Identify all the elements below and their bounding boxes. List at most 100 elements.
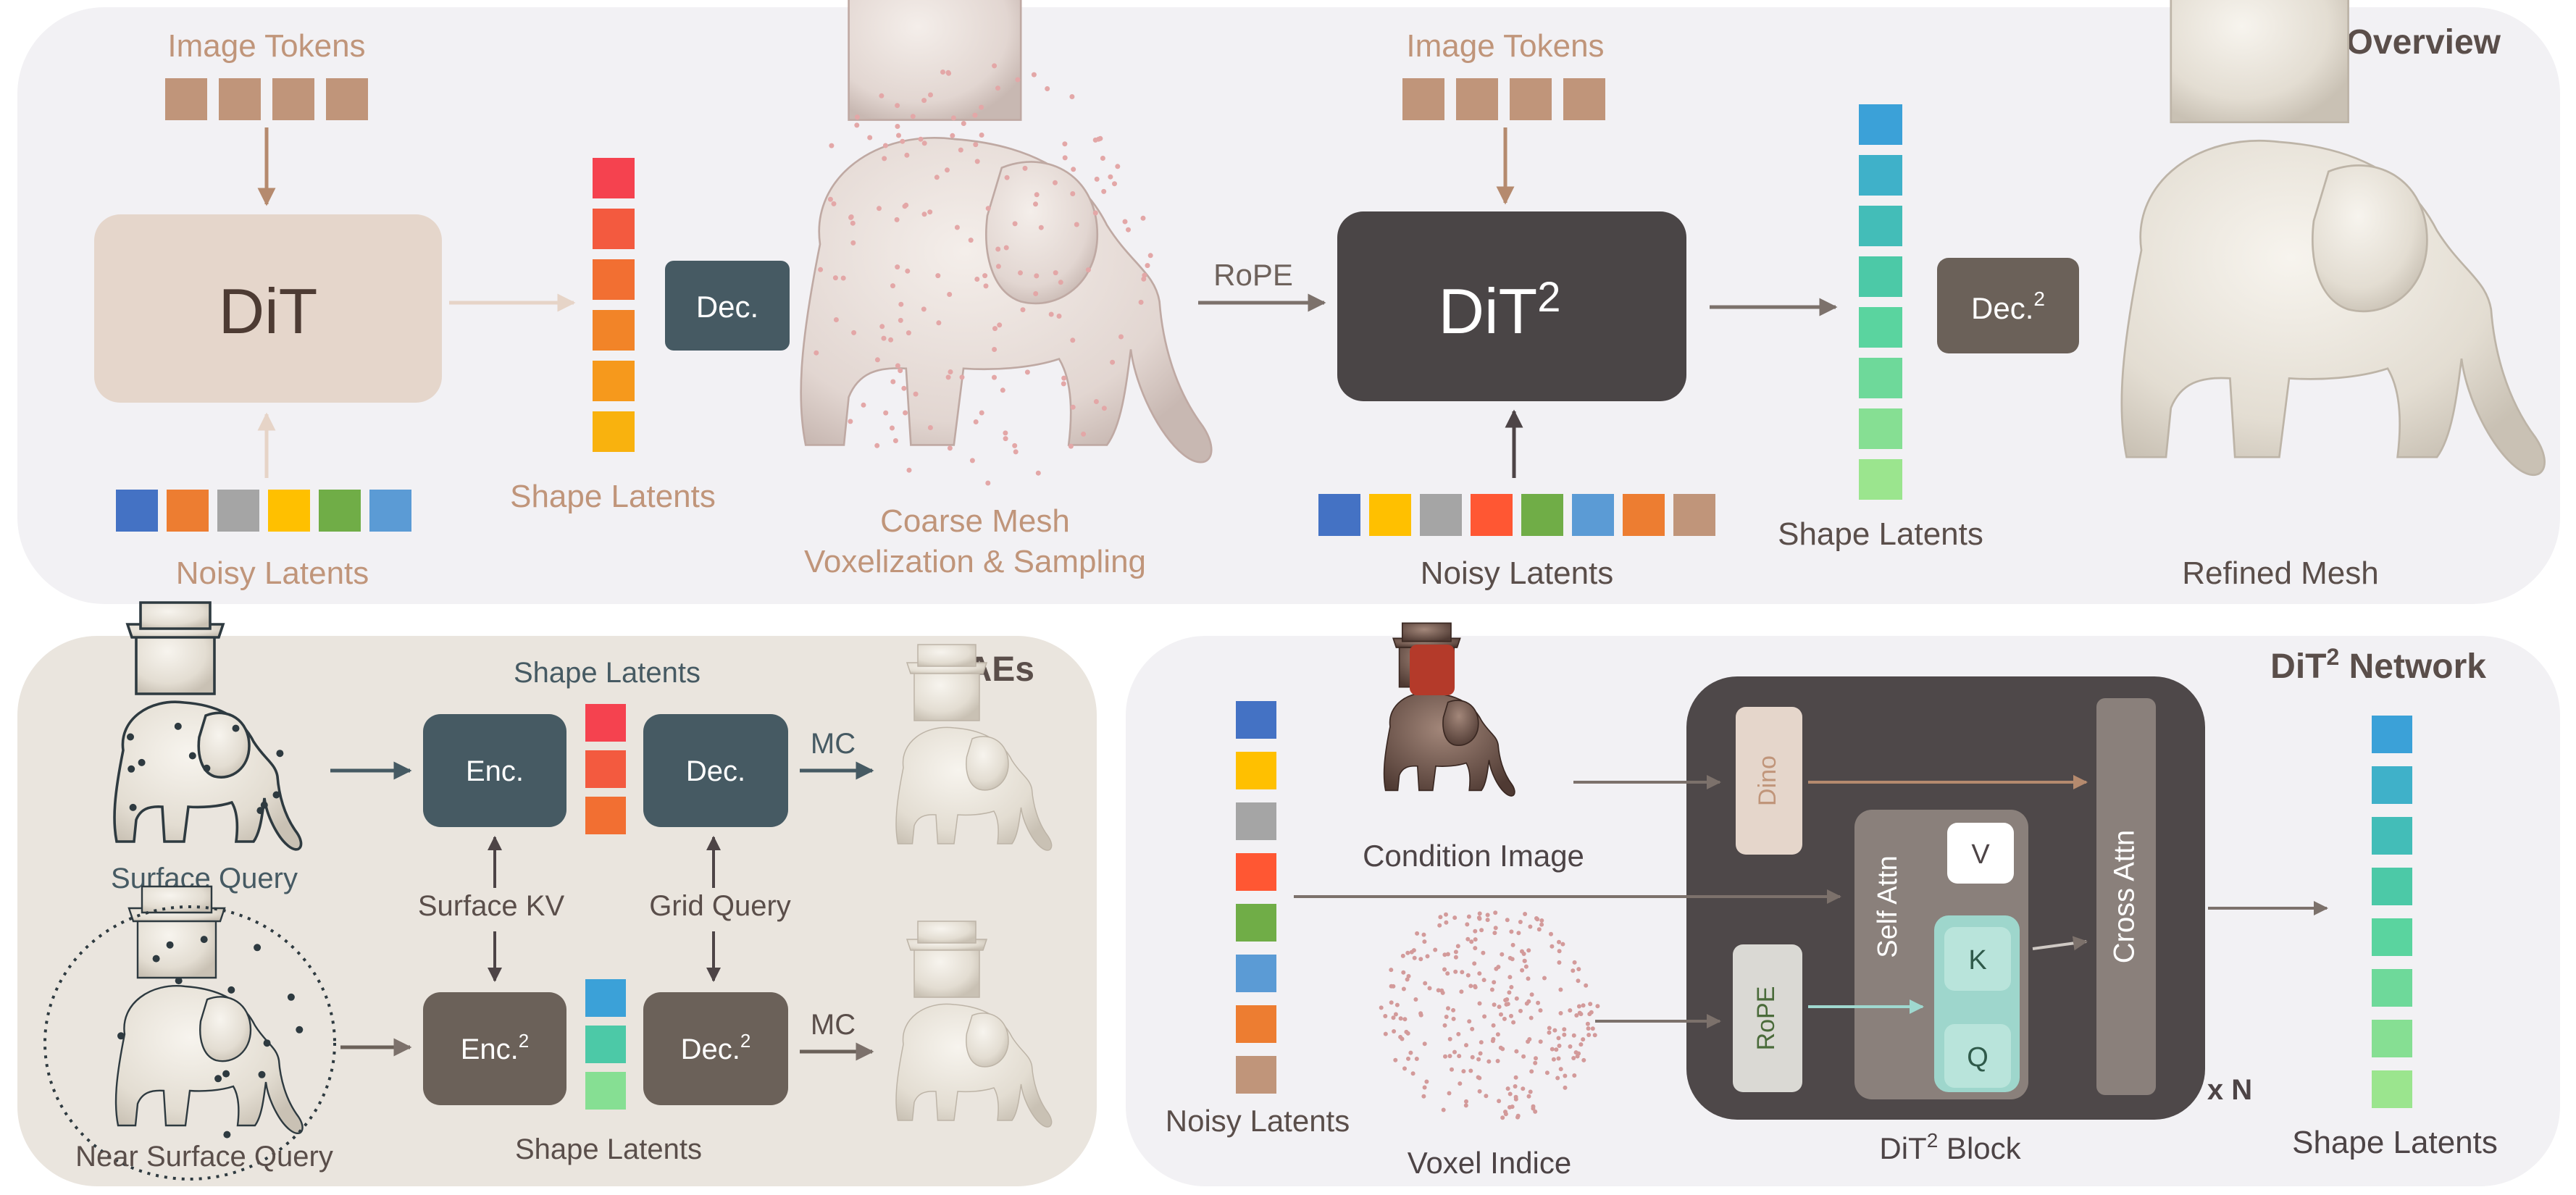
dit2-network-title-sup: 2 [2326, 644, 2339, 670]
voxel-point [1452, 915, 1458, 921]
voxel-point [1529, 1015, 1534, 1020]
sample-point [921, 141, 927, 146]
voxel-point [1505, 1086, 1510, 1091]
sample-point [992, 326, 998, 332]
sample-point [974, 277, 980, 282]
sample-point [1070, 191, 1076, 196]
sample-point [979, 133, 984, 138]
voxel-point [1441, 1107, 1446, 1112]
dit2-block-label: DiT2 Block [1879, 1129, 2021, 1165]
q-block [1944, 1024, 2011, 1088]
sample-point [867, 135, 873, 141]
decoder2-label-sup: 2 [2033, 288, 2045, 310]
sample-point [979, 104, 984, 110]
sample-point [1061, 381, 1066, 387]
dit2-block-label-prefix: DiT [1879, 1131, 1926, 1165]
voxel-point [1450, 1067, 1454, 1072]
voxel-point [1503, 1112, 1508, 1117]
network-output-latent-4 [2372, 868, 2412, 905]
surface-point [127, 733, 134, 741]
near-surface-point [227, 986, 235, 994]
voxel-point [1452, 1049, 1457, 1054]
sample-point [1022, 165, 1028, 171]
voxel-point [1576, 1051, 1581, 1056]
network-noisy-latent-7 [1236, 1005, 1276, 1043]
sample-point [850, 240, 856, 246]
surface-point [276, 750, 284, 758]
voxel-point [1549, 931, 1553, 936]
voxel-point [1495, 1059, 1500, 1063]
voxel-point [1563, 1085, 1568, 1090]
mc-label-bottom: MC [811, 1009, 856, 1041]
surface-point [256, 807, 264, 815]
voxel-point [1558, 987, 1563, 992]
voxel-point [1552, 1028, 1557, 1033]
sample-point [1024, 369, 1030, 375]
sample-point [1071, 167, 1076, 172]
sample-point [829, 143, 835, 148]
sample-point [972, 112, 978, 118]
voxel-point [1505, 918, 1510, 923]
sample-point [992, 374, 997, 380]
sample-point [1138, 299, 1144, 305]
sample-point [959, 374, 965, 380]
rope-block [1733, 944, 1802, 1092]
dit2-network-title-prefix: DiT [2270, 647, 2326, 686]
voxel-point [1589, 1010, 1594, 1015]
sample-point [892, 438, 898, 443]
voxel-point [1393, 1057, 1398, 1062]
shape-latent-1 [1859, 104, 1902, 145]
decoder2-block [1937, 258, 2079, 353]
sample-point [1045, 86, 1050, 91]
image-token-2 [219, 78, 261, 120]
voxel-point [1473, 946, 1478, 951]
image-token-1 [165, 78, 207, 120]
encoder-label: Enc. [466, 755, 524, 787]
near-surface-point [263, 1039, 271, 1047]
voxel-point [1534, 1056, 1538, 1061]
voxel-point [1423, 981, 1428, 986]
voxel-point [1437, 923, 1442, 928]
shape-latents-2 [1859, 104, 1902, 500]
near-surface-query-points [117, 936, 304, 1139]
voxel-point [1526, 1094, 1531, 1099]
sample-point [1093, 399, 1099, 404]
noisy-latent-6 [1572, 494, 1614, 536]
image-token-3 [1510, 78, 1552, 120]
sample-point [850, 220, 856, 226]
dit2-block-label-suffix: Block [1938, 1131, 2021, 1165]
voxel-point [1438, 915, 1443, 920]
sample-point [903, 202, 909, 208]
sample-point [832, 275, 838, 281]
voxel-point [1533, 1109, 1538, 1114]
voxel-point [1400, 1036, 1405, 1041]
image-token-4 [1563, 78, 1605, 120]
vae-latent-bottom-2 [585, 1026, 626, 1063]
sample-point [818, 267, 824, 272]
sample-point [910, 114, 916, 120]
decoder2-label-vae-text: Dec. [681, 1033, 740, 1065]
voxel-point [1409, 949, 1414, 955]
image-tokens-label-2: Image Tokens [1406, 28, 1604, 64]
surface-point [260, 801, 268, 809]
dino-block [1736, 707, 1802, 855]
voxel-point [1418, 1012, 1423, 1018]
voxel-point [1516, 931, 1521, 936]
voxel-point [1453, 949, 1458, 955]
voxel-point [1440, 990, 1445, 995]
voxel-point [1505, 1002, 1510, 1007]
noisy-latent-5 [1521, 494, 1563, 536]
voxel-point [1383, 1014, 1388, 1018]
noisy-latent-8 [1673, 494, 1715, 536]
voxel-point [1493, 910, 1498, 915]
voxel-point [1465, 973, 1471, 978]
voxel-point [1499, 1012, 1503, 1017]
voxel-point [1460, 970, 1465, 975]
sample-point [1100, 156, 1105, 161]
shape-latent-2 [1859, 155, 1902, 196]
voxel-point [1443, 1054, 1447, 1059]
sample-point [861, 402, 866, 408]
self-attn-label: Self Attn [1873, 855, 1903, 958]
